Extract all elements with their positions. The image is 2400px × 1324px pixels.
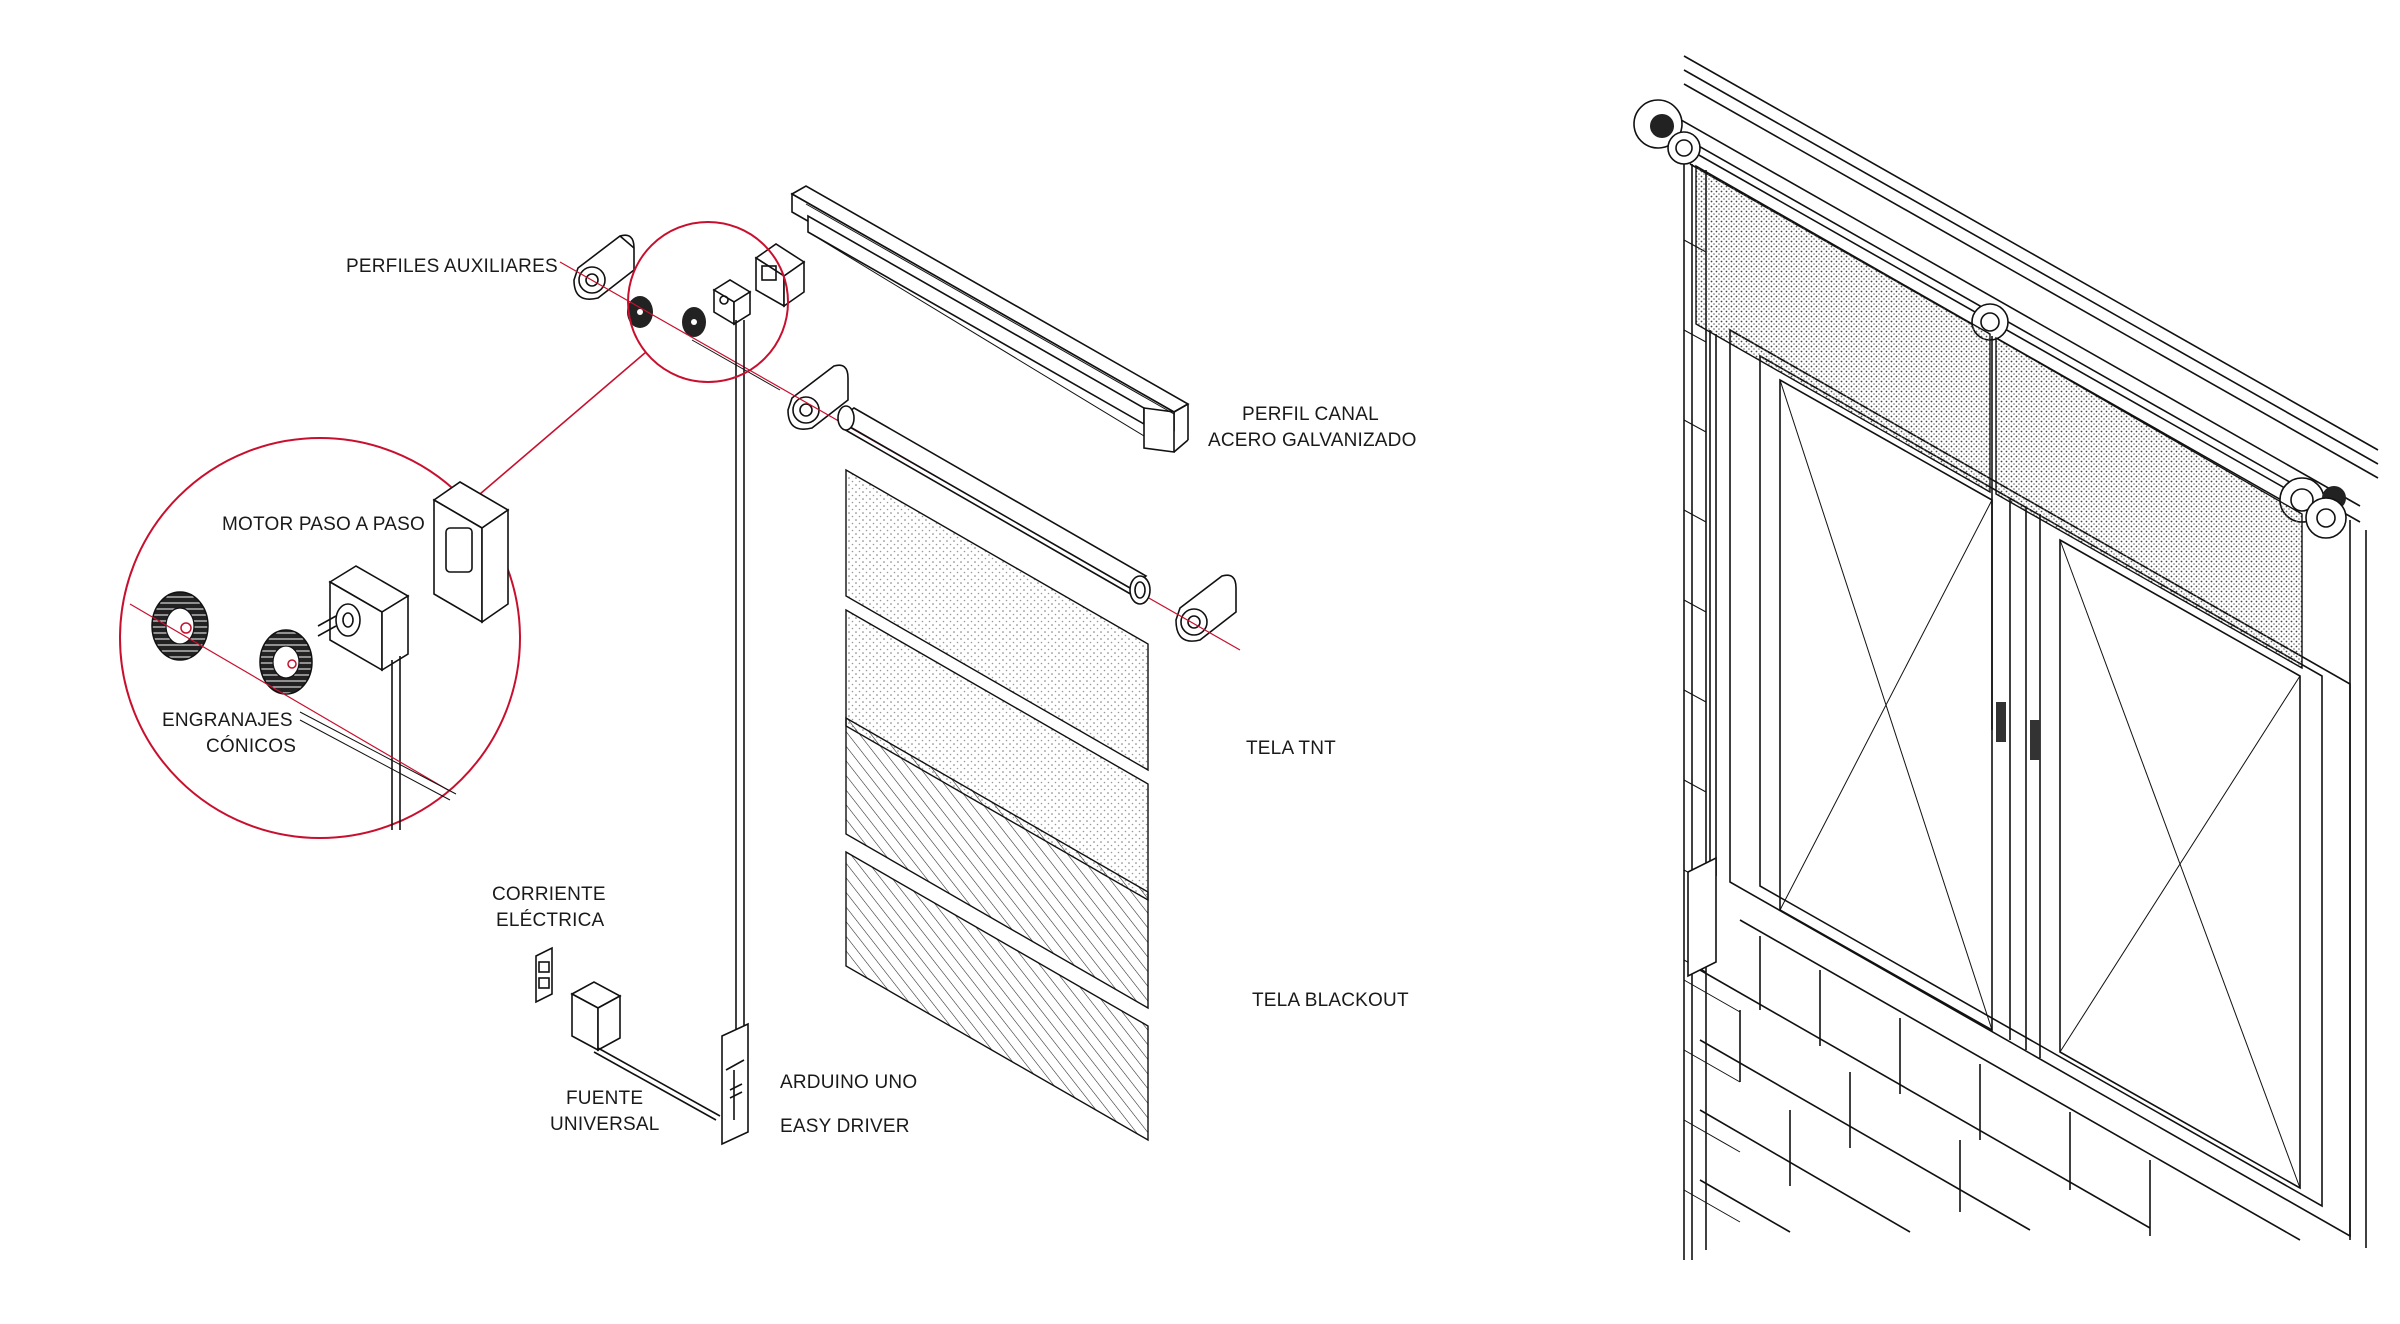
- stepper-motor-small: [712, 279, 752, 326]
- brick-wall-bottom: [1683, 919, 2301, 1241]
- blind-left: [1695, 164, 1991, 494]
- brick-wall-left: [1683, 160, 1707, 1260]
- bevel-gear-small-2: [682, 307, 706, 337]
- control-box: [1687, 856, 1717, 978]
- power-supply: [570, 981, 721, 1121]
- zoom-detail: [129, 481, 510, 830]
- label-perfil-canal-2: ACERO GALVANIZADO: [1208, 430, 1417, 451]
- exploded-view: PERFILES AUXILIARES MOTOR PASO A PASO EN…: [119, 185, 1417, 1146]
- end-cap-left: [1633, 99, 1701, 165]
- auxiliary-bracket-top: [573, 234, 635, 300]
- label-easy-driver: EASY DRIVER: [780, 1116, 910, 1137]
- label-corriente-1: CORRIENTE: [492, 884, 606, 905]
- stepper-motor: [317, 565, 410, 830]
- channel-profile: [790, 185, 1190, 453]
- installed-view: [1633, 55, 2379, 1260]
- auxiliary-bracket-mid: [787, 364, 849, 430]
- bevel-gear-1: [151, 591, 209, 661]
- zoom-circle-large: [119, 437, 521, 839]
- auxiliary-bracket-end: [1175, 574, 1237, 642]
- fabric-blackout: [845, 716, 1149, 1142]
- label-corriente-2: ELÉCTRICA: [496, 910, 605, 931]
- label-fuente-2: UNIVERSAL: [550, 1114, 660, 1135]
- label-tela-tnt: TELA TNT: [1246, 738, 1336, 759]
- label-perfil-canal-1: PERFIL CANAL: [1242, 404, 1379, 425]
- label-motor: MOTOR PASO A PASO: [222, 514, 425, 535]
- bevel-gear-2: [259, 629, 313, 695]
- label-engranajes-2: CÓNICOS: [206, 735, 296, 757]
- motor-housing-small: [754, 243, 806, 308]
- power-outlet: [535, 946, 553, 1004]
- arduino-board: [721, 1022, 749, 1146]
- label-arduino: ARDUINO UNO: [780, 1072, 917, 1093]
- blind-right: [1995, 336, 2303, 670]
- label-perfiles-auxiliares: PERFILES AUXILIARES: [346, 256, 558, 277]
- roller-tube: [836, 405, 1151, 605]
- label-fuente-1: FUENTE: [566, 1088, 643, 1109]
- zoom-circle-small: [627, 221, 789, 383]
- label-engranajes-1: ENGRANAJES: [162, 710, 293, 731]
- label-tela-blackout: TELA BLACKOUT: [1252, 990, 1409, 1011]
